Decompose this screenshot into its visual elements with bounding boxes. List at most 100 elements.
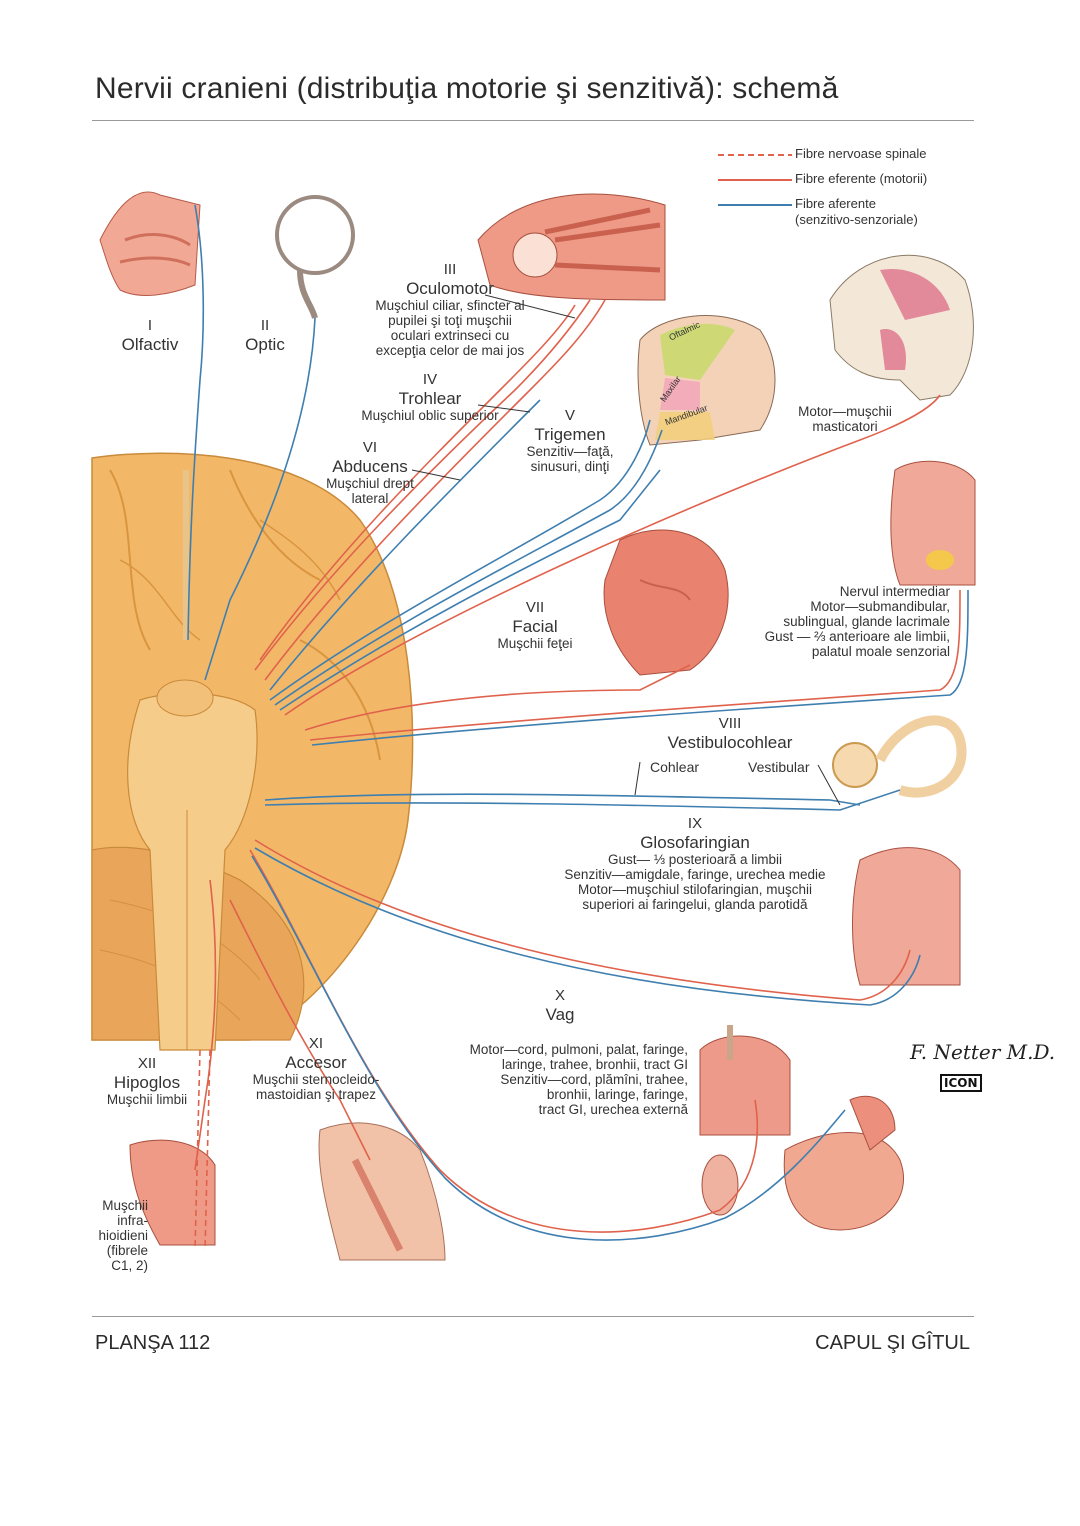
nerve-desc: Muşchii bbox=[102, 1198, 148, 1213]
nose-illustration bbox=[99, 191, 201, 296]
nerve-desc: oculari extrinseci cu bbox=[390, 328, 510, 344]
nerve-name: Oculomotor bbox=[406, 278, 494, 298]
nerve-desc: Motor—submandibular, bbox=[810, 599, 950, 615]
nerve-desc: excepţia celor de mai jos bbox=[375, 343, 525, 359]
section-title: CAPUL ŞI GÎTUL bbox=[815, 1332, 970, 1354]
inner-ear-illustration bbox=[832, 715, 967, 798]
nerve-desc: (fibrele bbox=[106, 1243, 148, 1259]
nerve-name: Trigemen bbox=[534, 424, 606, 444]
skull-illustration bbox=[829, 254, 974, 401]
footer-divider bbox=[92, 1316, 974, 1317]
nerve-desc: Muşchii sternocleido- bbox=[252, 1071, 380, 1087]
nerve-desc: Muşchiul ciliar, sfincter al bbox=[375, 297, 525, 313]
nerve-desc: superiori ai faringelui, glanda parotidă bbox=[582, 897, 808, 913]
nerve-desc: Senzitiv—amigdale, faringe, urechea medi… bbox=[564, 866, 826, 882]
legend-efferent: Fibre eferente (motorii) bbox=[795, 171, 928, 186]
nerve-name: Facial bbox=[512, 616, 558, 636]
nerve-desc: hioidieni bbox=[98, 1228, 148, 1244]
nerve-label-VI: VI Abducens Muşchiul drept lateral bbox=[300, 439, 440, 506]
nerve-label-IX: IX Glosofaringian Gust— ⅓ posterioară a … bbox=[540, 815, 850, 913]
nerve-name: Accesor bbox=[285, 1052, 347, 1072]
nerve-desc: pupilei şi toţi muşchii bbox=[388, 312, 512, 328]
nerve-number: VI bbox=[362, 439, 378, 456]
nerve-number: V bbox=[564, 407, 575, 424]
trigeminal-head-illustration bbox=[637, 315, 776, 446]
artist-signature: F. Netter M.D. bbox=[910, 1040, 1056, 1064]
nerve-desc: laringe, trahee, bronhii, tract GI bbox=[501, 1057, 688, 1073]
nerve-label-VII: VII Facial Muşchii feţei bbox=[480, 599, 590, 651]
eye-illustration bbox=[275, 195, 355, 319]
nerve-label-II: II Optic bbox=[225, 317, 305, 354]
nerve-desc: Muşchii limbii bbox=[106, 1091, 188, 1107]
brain-illustration bbox=[91, 452, 414, 1051]
nerve-name: Optic bbox=[245, 334, 285, 354]
nerve-number: I bbox=[147, 317, 153, 334]
nerve-name: Vestibulocohlear bbox=[667, 732, 793, 752]
label-leaders bbox=[411, 294, 841, 806]
nerve-number: III bbox=[443, 261, 457, 278]
legend-spinal: Fibre nervoase spinale bbox=[795, 146, 927, 161]
nerve-desc: Motor—muşchiul stilofaringian, muşchii bbox=[577, 882, 813, 898]
nerve-desc: mastoidian şi trapez bbox=[255, 1086, 377, 1102]
nerve-desc: Muşchiul oblic superior bbox=[361, 407, 499, 423]
facial-muscles-illustration bbox=[603, 529, 729, 676]
page-title: Nervii cranieni (distribuţia motorie şi … bbox=[95, 72, 839, 105]
nerve-number: VII bbox=[525, 599, 545, 616]
label-cohlear: Cohlear bbox=[650, 759, 700, 775]
nerve-name: Trohlear bbox=[398, 388, 462, 408]
nerve-label-XI: XI Accesor Muşchii sternocleido- mastoid… bbox=[236, 1035, 396, 1102]
title-divider bbox=[92, 120, 974, 121]
nerve-desc: C1, 2) bbox=[111, 1258, 148, 1274]
nerve-number: XII bbox=[137, 1055, 157, 1072]
nerve-desc: Motor—cord, pulmoni, palat, faringe, bbox=[469, 1042, 688, 1057]
nerve-number: IV bbox=[422, 371, 438, 388]
label-vag-desc: Motor—cord, pulmoni, palat, faringe, lar… bbox=[420, 1042, 688, 1118]
publisher-logo: ICON bbox=[940, 1074, 982, 1092]
label-masticatori: Motor—muşchii masticatori bbox=[780, 404, 910, 434]
legend-afferent-sub: (senzitivo-senzoriale) bbox=[795, 212, 918, 227]
nerve-desc: sinusuri, dinţi bbox=[530, 458, 610, 474]
nerve-desc: palatul moale senzorial bbox=[811, 644, 950, 660]
nerve-desc: Nervul intermediar bbox=[839, 584, 950, 599]
nerve-desc: Motor—muşchii bbox=[798, 404, 892, 419]
nerve-desc: bronhii, laringe, faringe, bbox=[546, 1087, 688, 1103]
neck-illustration bbox=[318, 1122, 446, 1261]
nerve-desc: infra- bbox=[117, 1213, 148, 1229]
label-nervul-intermediar: Nervul intermediar Motor—submandibular, … bbox=[720, 584, 950, 660]
tongue-illustration bbox=[129, 1139, 216, 1246]
visceral-organs-illustration bbox=[699, 1025, 905, 1231]
nerve-label-V: V Trigemen Senzitiv—faţă, sinusuri, dinţ… bbox=[510, 407, 630, 474]
label-infrahioidieni: Muşchii infra- hioidieni (fibrele C1, 2) bbox=[72, 1198, 148, 1274]
sagittal-head-illustration bbox=[890, 460, 976, 586]
nerve-label-X: X Vag bbox=[520, 987, 600, 1024]
nerve-desc: lateral bbox=[351, 490, 389, 506]
nerve-desc: tract GI, urechea externă bbox=[538, 1102, 688, 1118]
nerve-desc: masticatori bbox=[812, 419, 878, 435]
nerve-desc: sublingual, glande lacrimale bbox=[783, 614, 950, 630]
nerve-number: X bbox=[554, 987, 565, 1004]
nerve-label-IV: IV Trohlear Muşchiul oblic superior bbox=[330, 371, 530, 423]
nerve-desc: Senzitiv—faţă, bbox=[526, 443, 614, 459]
nerve-name: Hipoglos bbox=[113, 1072, 181, 1092]
orbit-illustration bbox=[477, 193, 666, 301]
label-vestibular: Vestibular bbox=[748, 759, 810, 775]
nerve-number: VIII bbox=[718, 715, 742, 732]
nerve-name: Vag bbox=[545, 1004, 575, 1024]
nerve-number: XI bbox=[308, 1035, 324, 1052]
nerve-desc: Muşchiul drept bbox=[326, 475, 414, 491]
nerve-label-I: I Olfactiv bbox=[110, 317, 190, 354]
nerve-name: Olfactiv bbox=[121, 334, 179, 354]
pharynx-illustration bbox=[852, 847, 961, 986]
nerve-number: II bbox=[260, 317, 270, 334]
nerve-label-VIII: VIII Vestibulocohlear bbox=[640, 715, 820, 752]
nerve-name: Abducens bbox=[332, 456, 408, 476]
nerve-name: Glosofaringian bbox=[640, 832, 750, 852]
nerve-label-XII: XII Hipoglos Muşchii limbii bbox=[92, 1055, 202, 1107]
legend-afferent: Fibre aferente bbox=[795, 196, 876, 211]
nerve-desc: Gust — ⅔ anterioare ale limbii, bbox=[764, 629, 950, 645]
nerve-number: IX bbox=[687, 815, 703, 832]
plate-number: PLANŞA 112 bbox=[95, 1332, 211, 1354]
nerve-desc: Muşchii feţei bbox=[497, 635, 573, 651]
nerve-desc: Gust— ⅓ posterioară a limbii bbox=[607, 851, 783, 867]
